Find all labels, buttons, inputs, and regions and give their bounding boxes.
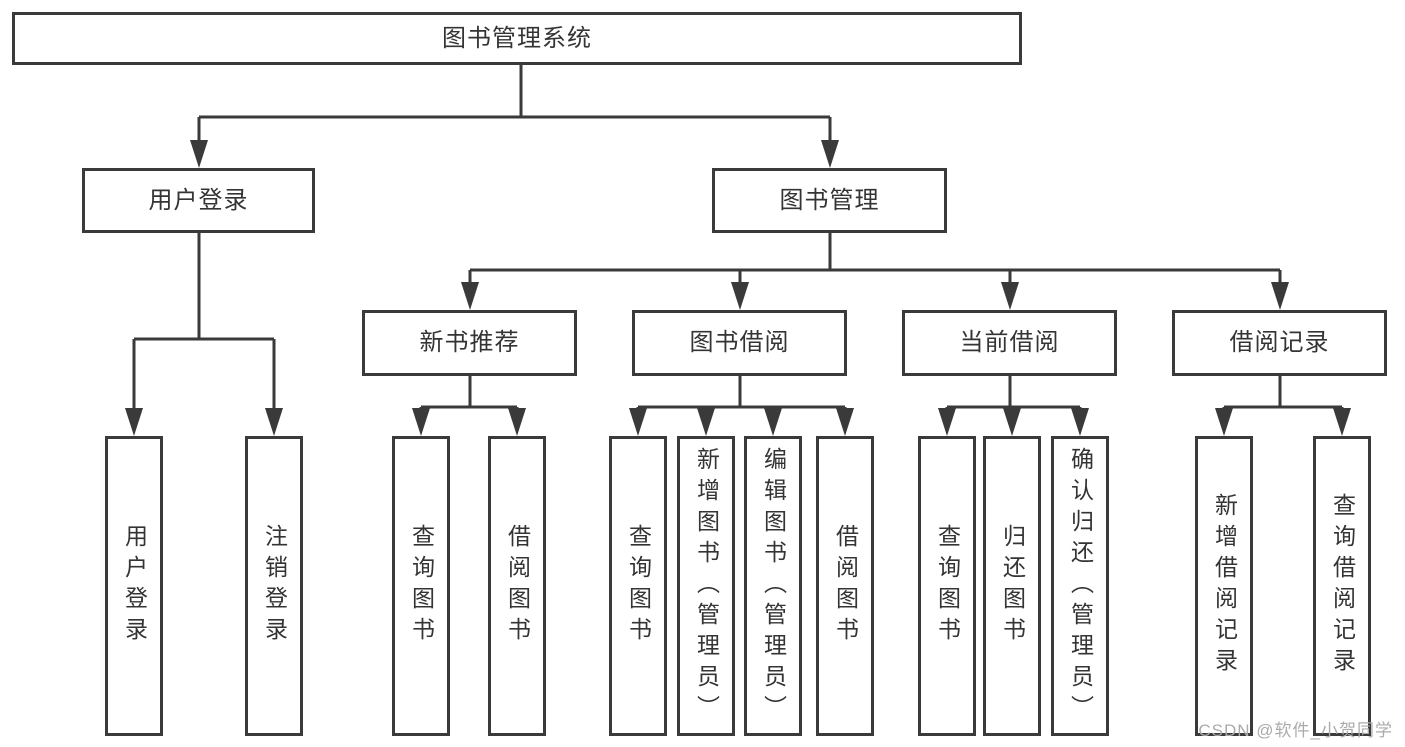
leaf-label: 借阅图书 (832, 524, 859, 648)
leaf-borrow-book-recommend: 借阅图书 (488, 436, 546, 736)
connector-new-book-recommend (419, 376, 519, 415)
leaf-query-borrow-record: 查询借阅记录 (1313, 436, 1371, 736)
node-library-management-system: 图书管理系统 (12, 12, 1022, 65)
leaf-label: 查询图书 (408, 524, 435, 648)
node-label: 借阅记录 (1229, 329, 1330, 356)
node-book-borrow: 图书借阅 (632, 310, 847, 376)
connector-book-borrow (636, 376, 847, 415)
arrowhead (938, 408, 956, 436)
leaf-query-book-recommend: 查询图书 (392, 436, 450, 736)
leaf-label: 新增借阅记录 (1211, 493, 1238, 679)
leaf-label: 查询图书 (625, 524, 652, 648)
leaf-borrow-book: 借阅图书 (816, 436, 874, 736)
node-book-management: 图书管理 (712, 168, 947, 233)
leaf-label: 查询图书 (934, 524, 961, 648)
connector-root (197, 65, 832, 145)
node-label: 图书管理系统 (442, 24, 592, 52)
leaf-label: 新增图书（管理员） (693, 446, 720, 726)
arrowhead (1071, 408, 1089, 436)
leaf-label: 查询借阅记录 (1329, 493, 1356, 679)
leaf-label: 编辑图书（管理员） (760, 446, 787, 726)
arrowhead (265, 408, 283, 436)
arrowhead (697, 408, 715, 436)
leaf-query-book-current: 查询图书 (918, 436, 976, 736)
leaf-confirm-return-admin: 确认归还（管理员） (1051, 436, 1109, 736)
node-label: 当前借阅 (959, 329, 1060, 356)
connector-user-login (132, 233, 276, 412)
arrowhead (731, 282, 749, 310)
arrowhead (125, 408, 143, 436)
node-user-login: 用户登录 (82, 168, 315, 233)
arrowhead (836, 408, 854, 436)
arrowhead (629, 408, 647, 436)
node-borrow-records: 借阅记录 (1172, 310, 1387, 376)
arrowhead (508, 408, 526, 436)
node-label: 用户登录 (148, 186, 249, 214)
arrowhead (1001, 282, 1019, 310)
arrowhead (1215, 408, 1233, 436)
connector-book-management (468, 233, 1282, 285)
node-new-book-recommend: 新书推荐 (362, 310, 577, 376)
arrowhead (1333, 408, 1351, 436)
leaf-label: 注销登录 (261, 524, 288, 648)
arrowhead (1271, 282, 1289, 310)
leaf-logout-login: 注销登录 (245, 436, 303, 736)
csdn-watermark: CSDN @软件_小贺同学 (1198, 721, 1393, 740)
leaf-query-book-borrow: 查询图书 (609, 436, 667, 736)
leaf-label: 确认归还（管理员） (1067, 446, 1094, 726)
arrowhead (1003, 408, 1021, 436)
leaf-add-book-admin: 新增图书（管理员） (677, 436, 735, 736)
node-current-borrow: 当前借阅 (902, 310, 1117, 376)
arrowhead (461, 282, 479, 310)
arrowhead (821, 140, 839, 168)
arrowhead (764, 408, 782, 436)
leaf-label: 归还图书 (999, 524, 1026, 648)
node-label: 图书借阅 (689, 329, 790, 356)
leaf-label: 借阅图书 (504, 524, 531, 648)
arrowhead (190, 140, 208, 168)
leaf-label: 用户登录 (121, 524, 148, 648)
node-label: 图书管理 (779, 186, 880, 214)
leaf-user-login: 用户登录 (105, 436, 163, 736)
arrowhead (412, 408, 430, 436)
leaf-return-book: 归还图书 (983, 436, 1041, 736)
connector-borrow-records (1222, 376, 1344, 415)
leaf-add-borrow-record: 新增借阅记录 (1195, 436, 1253, 736)
node-label: 新书推荐 (419, 329, 520, 356)
leaf-edit-book-admin: 编辑图书（管理员） (744, 436, 802, 736)
